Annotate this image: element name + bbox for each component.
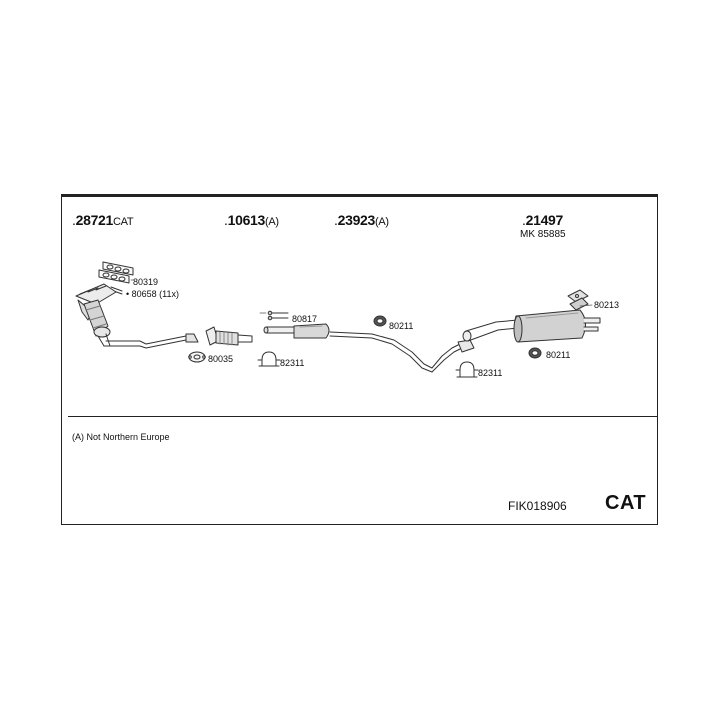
rear-silencer-drawing bbox=[462, 309, 601, 343]
part-label-80319: 80319 bbox=[133, 277, 159, 287]
leader-lines bbox=[130, 279, 593, 314]
footer-divider bbox=[68, 416, 658, 417]
group-suffix: (A) bbox=[375, 216, 389, 228]
part-number: 80658 (11x) bbox=[131, 289, 180, 299]
group-suffix: CAT bbox=[113, 216, 134, 228]
connecting-pipe-drawing bbox=[431, 339, 475, 373]
mounting-kit-label: MK 85885 bbox=[520, 229, 566, 240]
diagram-frame bbox=[61, 196, 658, 525]
diagram-code: FIK018906 bbox=[508, 499, 567, 513]
rubber-hanger-rear-drawing bbox=[528, 347, 542, 359]
middle-silencer-drawing bbox=[263, 323, 433, 373]
flex-pipe-drawing bbox=[205, 326, 253, 346]
clamp-rear-drawing bbox=[455, 361, 479, 378]
catalytic-converter-drawing bbox=[75, 283, 117, 347]
group-number: 28721 bbox=[75, 212, 114, 228]
group-label-front-pipe: .10613(A) bbox=[224, 212, 279, 228]
frame-top-border bbox=[61, 194, 658, 197]
part-label-82311-rear: 82311 bbox=[478, 368, 503, 378]
bolt-set-80817-drawing bbox=[267, 310, 289, 321]
group-number: 23923 bbox=[337, 212, 376, 228]
part-label-80211-middle: 80211 bbox=[389, 321, 414, 331]
rubber-hanger-middle-drawing bbox=[373, 315, 387, 327]
part-label-80211-rear: 80211 bbox=[546, 350, 571, 360]
part-label-80035: 80035 bbox=[208, 354, 234, 364]
part-label-80213: 80213 bbox=[594, 300, 620, 310]
part-label-82311-front: 82311 bbox=[280, 358, 305, 368]
group-suffix: (A) bbox=[265, 216, 279, 228]
pipe-after-catalyst-drawing bbox=[103, 333, 199, 349]
group-label-catalyst: .28721CAT bbox=[72, 212, 134, 228]
part-label-80817: 80817 bbox=[292, 314, 318, 324]
manifold-gasket-drawing bbox=[98, 261, 134, 284]
gasket-80035-drawing bbox=[188, 351, 206, 363]
group-label-middle-silencer: .23923(A) bbox=[334, 212, 389, 228]
group-label-rear-silencer: .21497 bbox=[522, 212, 564, 228]
clamp-front-drawing bbox=[257, 351, 281, 367]
bracket-80213-drawing bbox=[567, 289, 589, 311]
footnote: (A) Not Northern Europe bbox=[72, 432, 170, 442]
cat-badge: CAT bbox=[605, 492, 647, 514]
group-number: 21497 bbox=[525, 212, 564, 228]
group-number: 10613 bbox=[227, 212, 266, 228]
part-label-80658: • 80658 (11x) bbox=[126, 289, 180, 299]
